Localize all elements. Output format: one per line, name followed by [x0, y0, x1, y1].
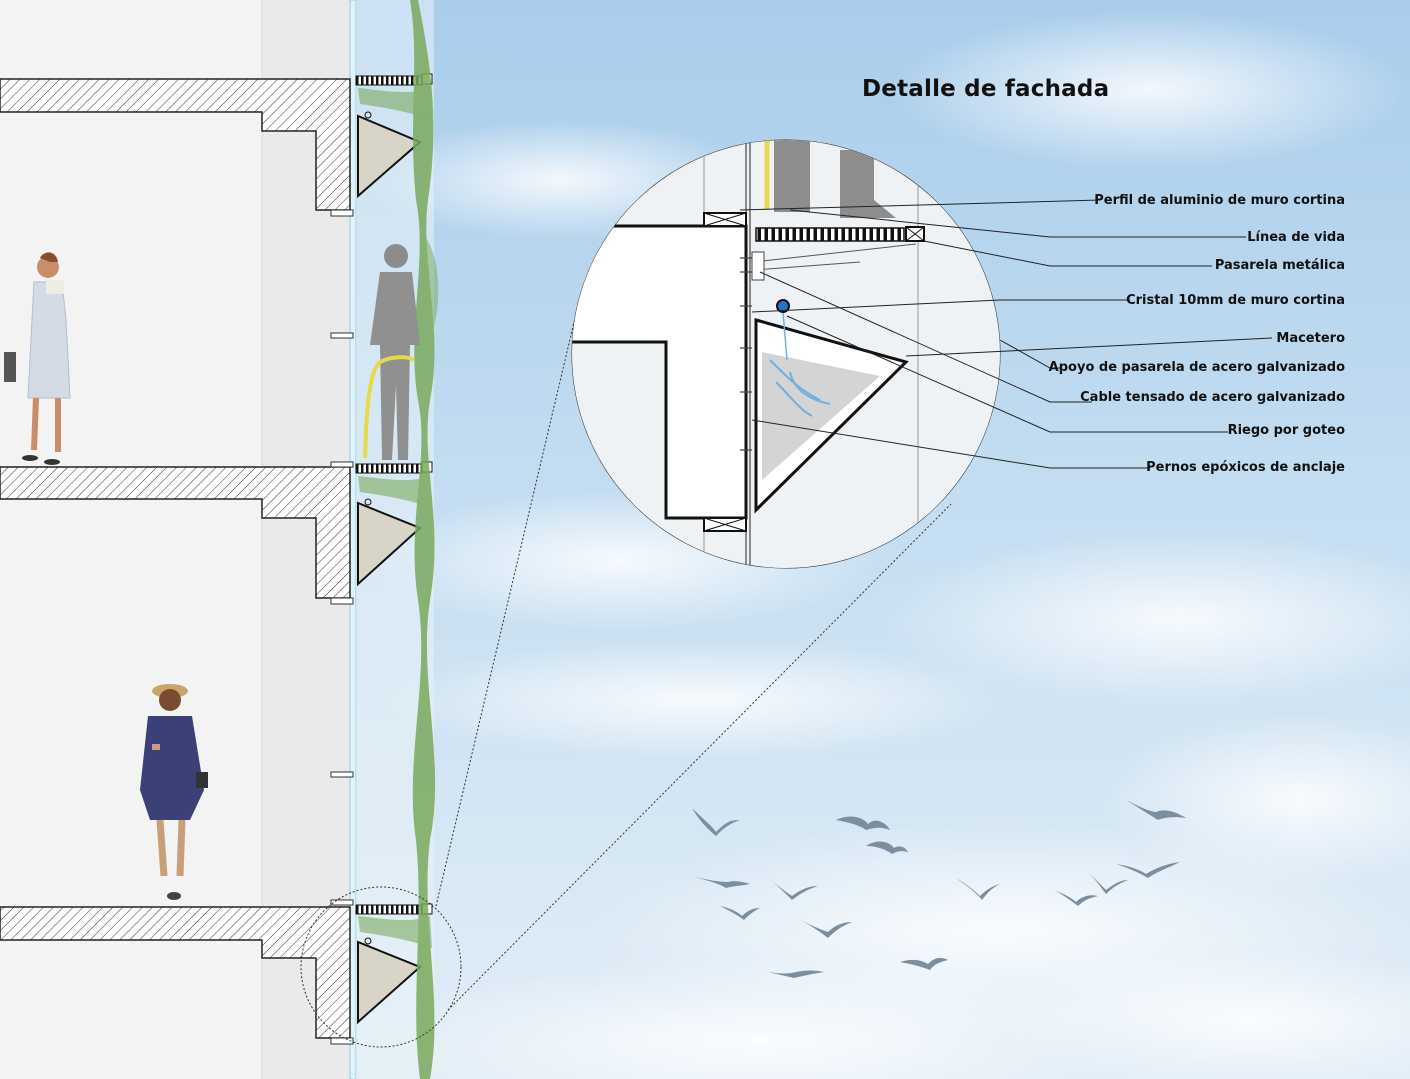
label-planter: Macetero — [1276, 331, 1345, 346]
label-tension-cable: Cable tensado de acero galvanizado — [1080, 390, 1345, 405]
label-lifeline: Línea de vida — [1247, 230, 1345, 245]
drawing-title: Detalle de fachada — [862, 76, 1110, 102]
bird-icon — [768, 878, 818, 900]
bird-icon — [1088, 872, 1128, 894]
birds — [692, 800, 1186, 978]
building-interior — [0, 0, 262, 1079]
clouds — [360, 10, 1410, 1079]
bird-icon — [900, 957, 948, 970]
bird-icon — [866, 841, 908, 854]
bird-icon — [1116, 862, 1180, 878]
bird-icon — [836, 816, 890, 830]
label-glass-10mm: Cristal 10mm de muro cortina — [1126, 293, 1345, 308]
zoom-leader-lines — [300, 317, 952, 1048]
person-silhouette — [363, 244, 420, 460]
bird-icon — [768, 970, 824, 978]
curtain-wall-glass — [349, 0, 357, 1079]
person-walking — [140, 684, 208, 900]
floor-slabs — [0, 78, 351, 1039]
bird-icon — [720, 906, 760, 920]
green-facade-foliage — [358, 0, 439, 1079]
mullions — [330, 209, 354, 1045]
person-reading — [4, 252, 71, 465]
bird-icon — [1054, 890, 1098, 906]
label-walkway-support: Apoyo de pasarela de acero galvanizado — [1048, 360, 1345, 375]
label-drip-irrigation: Riego por goteo — [1227, 423, 1345, 438]
label-metal-walkway: Pasarela metálica — [1214, 258, 1345, 273]
bird-icon — [800, 920, 852, 938]
bird-icon — [956, 878, 1000, 900]
bird-icon — [692, 808, 740, 836]
label-aluminium-profile: Perfil de aluminio de muro cortina — [1094, 193, 1345, 208]
walkway-floor-2 — [355, 461, 433, 587]
bird-icon — [1126, 800, 1186, 820]
detail-magnifier — [571, 139, 1001, 569]
walkway-floor-1 — [355, 73, 433, 199]
label-epoxy-anchor-bolts: Pernos epóxicos de anclaje — [1146, 460, 1345, 475]
bird-icon — [692, 876, 750, 888]
label-leader-lines — [739, 199, 1273, 469]
